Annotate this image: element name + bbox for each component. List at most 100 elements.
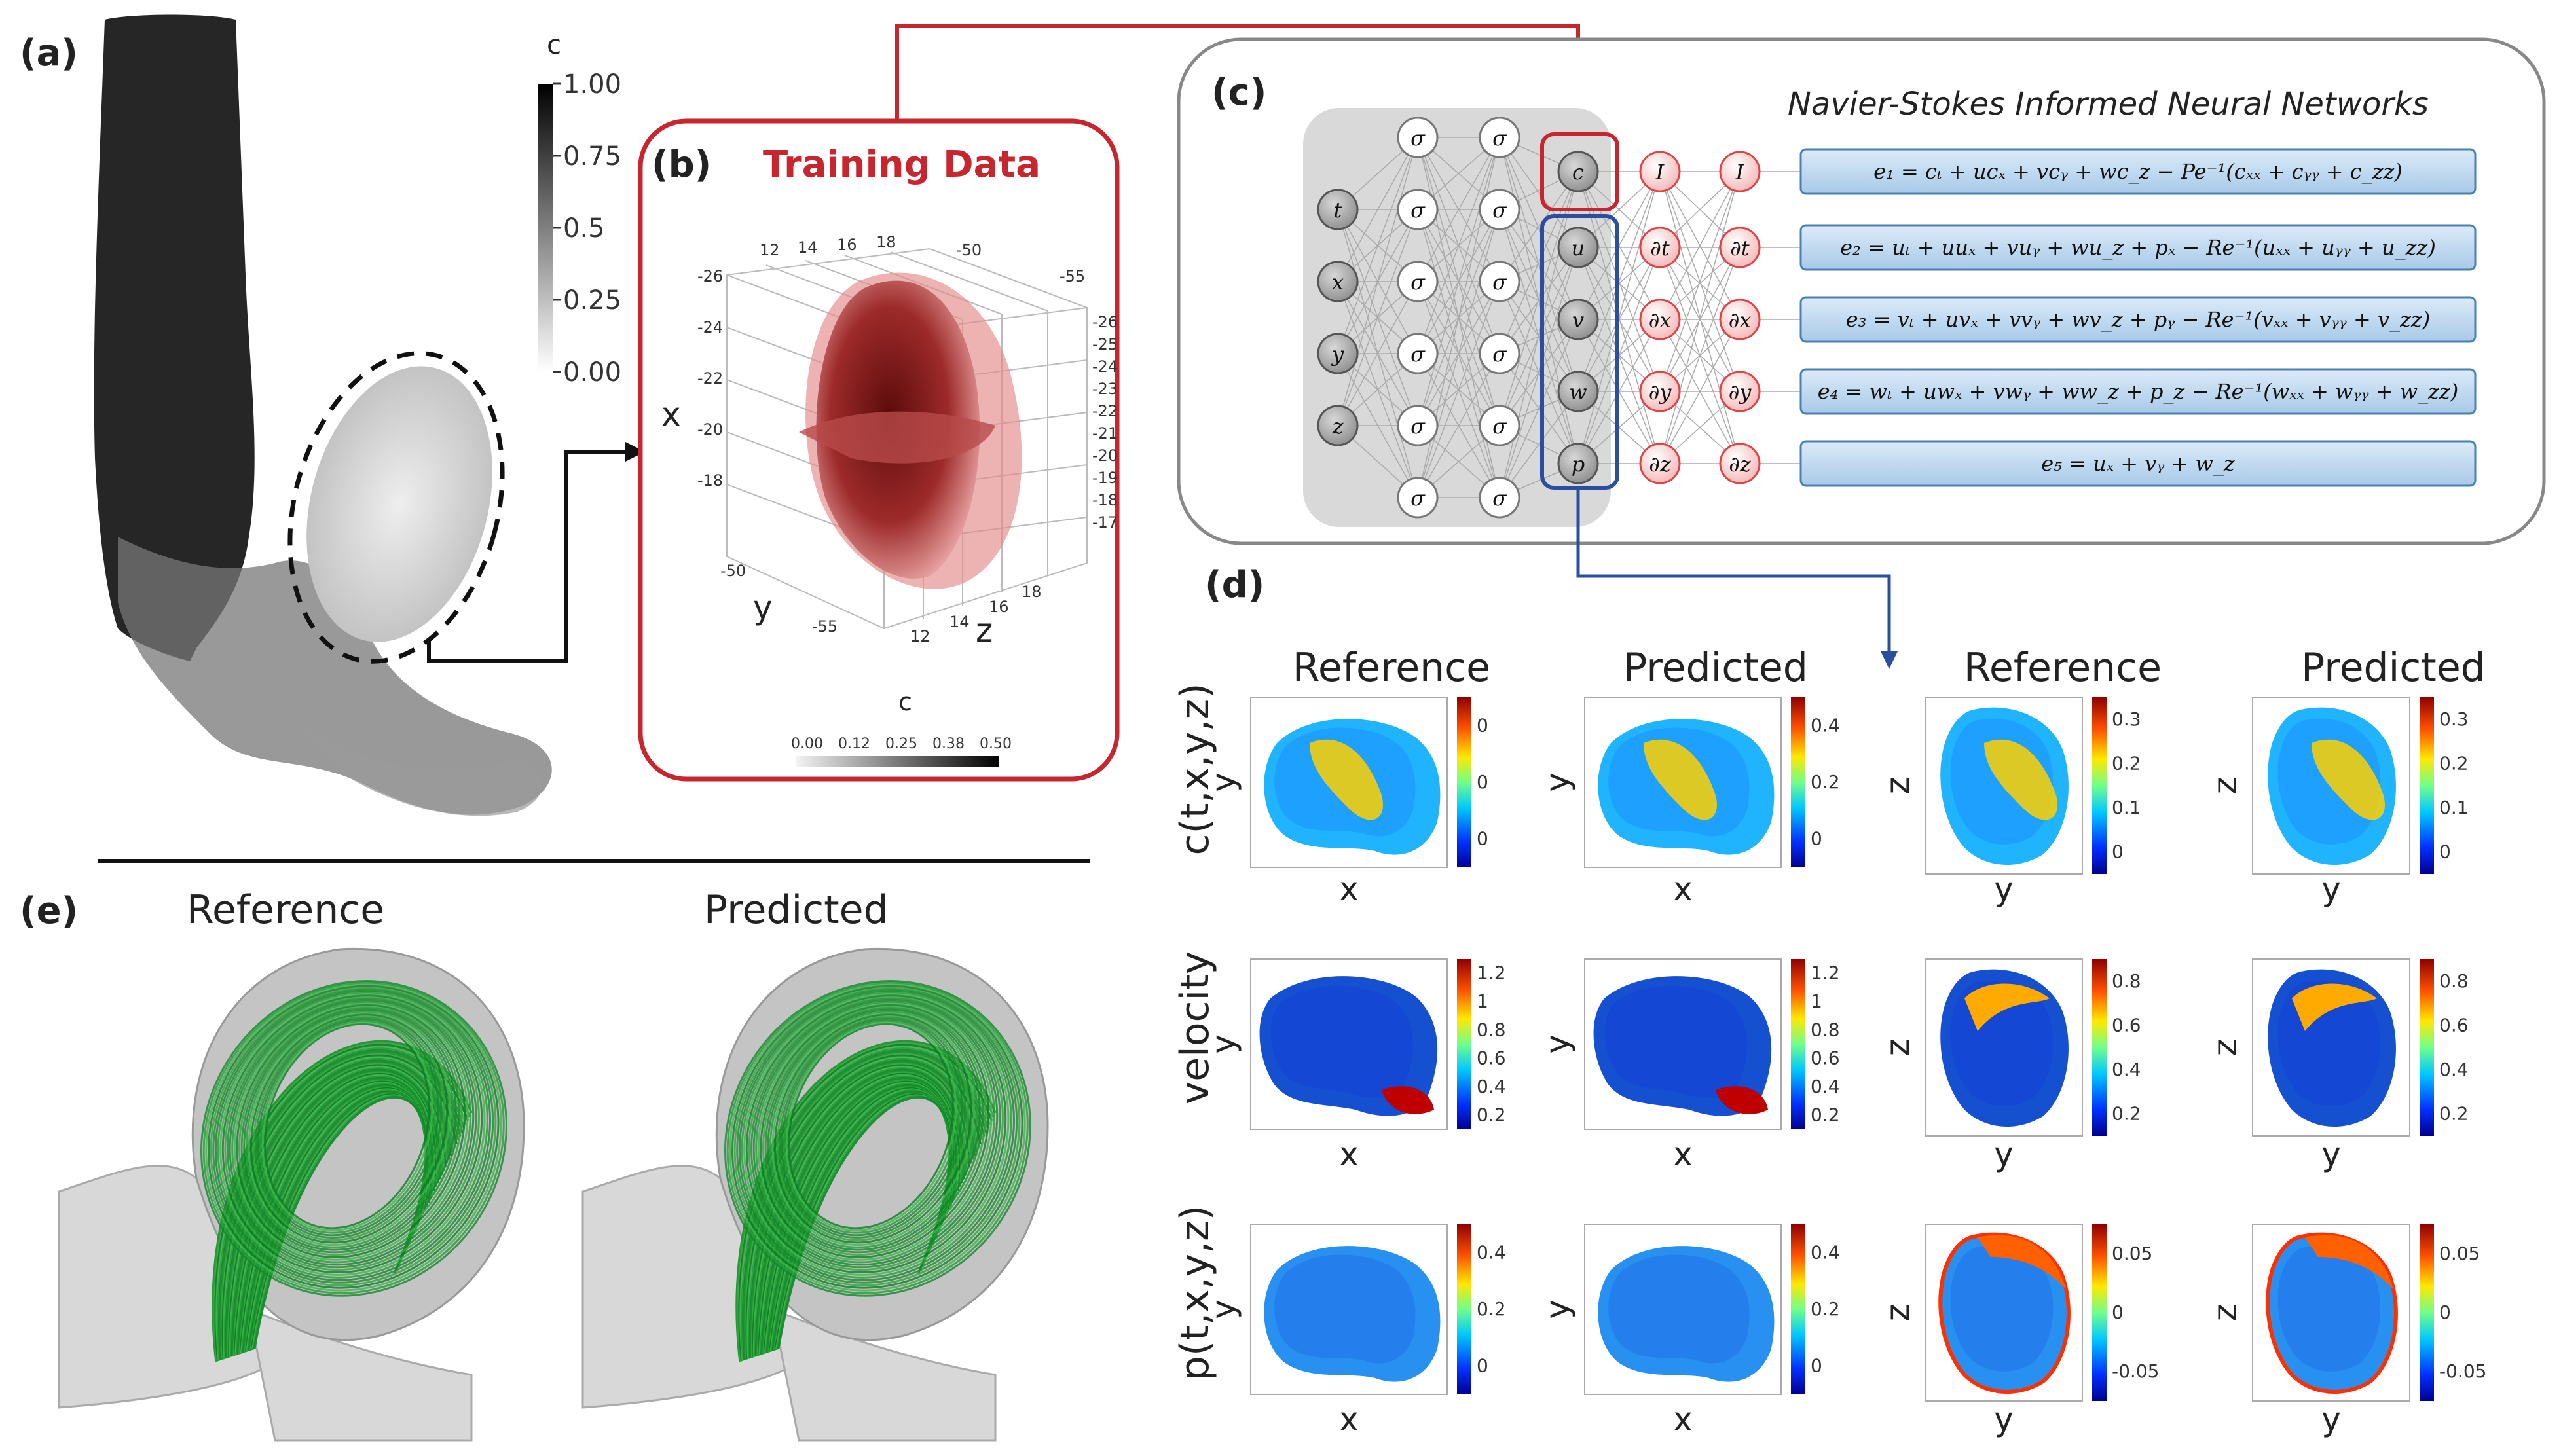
panel-b-tick: -25 xyxy=(1092,335,1118,354)
nn-edge xyxy=(1417,281,1500,498)
streamline xyxy=(767,1008,981,1251)
streamline xyxy=(236,1004,466,1258)
panel-b-tick: -21 xyxy=(1092,424,1118,443)
streamline xyxy=(738,989,1015,1281)
colorbar-d-tick: 0.8 xyxy=(1477,1019,1506,1040)
plot-ylabel: y xyxy=(1204,773,1242,792)
colorbar-d-tick: 0.4 xyxy=(1477,1241,1506,1263)
streamline xyxy=(776,1015,969,1241)
streamline xyxy=(217,991,488,1279)
plot-xlabel: y xyxy=(1994,870,2014,908)
panel-b-tick: -50 xyxy=(720,562,746,580)
streamline xyxy=(731,985,1023,1289)
panel-b-tick: -17 xyxy=(1092,513,1118,532)
nn-edge xyxy=(1499,137,1579,248)
plot-xlabel: x xyxy=(1673,1135,1693,1173)
nn-node-label: u xyxy=(1572,236,1585,261)
vessel-right xyxy=(771,1307,997,1442)
panel-b-tick: -55 xyxy=(1059,267,1085,285)
nn-edge xyxy=(1337,281,1418,426)
nn-node xyxy=(1639,371,1681,412)
nn-node xyxy=(1639,443,1681,484)
colorbar-d xyxy=(1791,697,1805,867)
colorbar-d-tick: 0 xyxy=(2112,1301,2124,1323)
vessel-right xyxy=(247,1307,473,1442)
plot-ylabel: y xyxy=(1538,773,1576,792)
plot-xlabel: x xyxy=(1673,870,1693,908)
nn-node xyxy=(1397,405,1439,446)
nn-edge xyxy=(1659,171,1741,320)
nn-node xyxy=(1317,189,1359,230)
nn-node-label: σ xyxy=(1492,414,1507,439)
nn-node-label: I xyxy=(1655,160,1665,185)
panel-b-tick: -23 xyxy=(1092,380,1118,398)
plot-ylabel: z xyxy=(2206,777,2244,794)
colorbar-b-tick-label: 0.00 xyxy=(791,736,823,752)
streamline xyxy=(748,996,1004,1271)
colorbar-b-title: c xyxy=(898,687,912,716)
nn-node-label: I xyxy=(1735,160,1745,185)
nn-node xyxy=(1479,189,1520,230)
nn-node-label: ∂z xyxy=(1729,452,1752,477)
panel-d-plot: 1.210.80.60.40.2xy xyxy=(1538,958,1840,1173)
streamline xyxy=(252,1015,445,1241)
panel-label-c: (c) xyxy=(1211,71,1266,114)
streamline xyxy=(769,1010,978,1248)
streamline xyxy=(781,1018,963,1237)
nn-edge xyxy=(1499,171,1579,282)
equation-text: e₃ = vₜ + uvₓ + vvᵧ + wv_z + pᵧ − Re⁻¹(v… xyxy=(1846,307,2431,332)
colorbar-d-tick: 0 xyxy=(1477,1355,1488,1377)
colorbar-d-tick: 0.2 xyxy=(2439,1102,2469,1124)
panel-b-tick: 16 xyxy=(989,598,1009,616)
nn-node xyxy=(1557,371,1599,412)
streamline xyxy=(255,1016,443,1239)
panel-b-ticks-left: -26-24-22-20-18 xyxy=(697,267,723,490)
nn-node xyxy=(1479,117,1520,158)
colorbar-d-tick: 0.2 xyxy=(1811,1298,1840,1320)
plot-ylabel: y xyxy=(1538,1300,1576,1319)
plume-tail xyxy=(295,720,542,816)
colorbar-d xyxy=(2420,959,2434,1136)
streamline xyxy=(760,1004,990,1258)
streamline xyxy=(257,1018,439,1237)
colorbar-a xyxy=(538,84,553,372)
colorbar-d-tick: 0 xyxy=(2112,841,2124,862)
field-core xyxy=(1608,1254,1750,1364)
nn-edge xyxy=(1417,137,1500,426)
equation-box xyxy=(1799,296,2477,343)
colorbar-d-tick: 0.4 xyxy=(2439,1059,2469,1080)
panel-b-tick: -22 xyxy=(1092,402,1118,420)
connector-c-d xyxy=(1576,488,1891,655)
nn-edge xyxy=(1659,171,1741,392)
nn-node-label: ∂x xyxy=(1729,308,1752,333)
panel-b-tick: -24 xyxy=(697,318,723,337)
equation-box xyxy=(1799,224,2477,271)
plot-ylabel: y xyxy=(1204,1300,1242,1319)
nn-node-label: ∂y xyxy=(1729,380,1752,405)
streamline xyxy=(261,1021,433,1231)
colorbar-d-tick: 0.2 xyxy=(1477,1298,1506,1320)
nn-node xyxy=(1719,227,1761,268)
streamline xyxy=(202,981,505,1294)
colorbar-d xyxy=(1457,697,1471,867)
colorbar-d xyxy=(1457,959,1471,1129)
equation-text: e₄ = wₜ + uwₓ + vwᵧ + ww_z + p_z − Re⁻¹(… xyxy=(1818,379,2459,404)
nn-node-label: c xyxy=(1572,160,1584,185)
arrowhead-c-d xyxy=(1881,651,1898,669)
nn-edge xyxy=(1499,319,1579,498)
colorbar-d-tick: 0.2 xyxy=(1811,771,1840,793)
panel-d-plot: 0.80.60.40.2yz xyxy=(2206,958,2469,1173)
panel-label-a: (a) xyxy=(20,32,78,75)
nn-node-label: x xyxy=(1332,270,1344,295)
nn-edge xyxy=(1417,353,1500,498)
nn-node xyxy=(1719,151,1761,192)
panel-b-tick: -18 xyxy=(1092,491,1118,509)
colorbar-b-tick-label: 0.12 xyxy=(838,736,870,752)
streamlines-predicted xyxy=(581,947,1049,1442)
